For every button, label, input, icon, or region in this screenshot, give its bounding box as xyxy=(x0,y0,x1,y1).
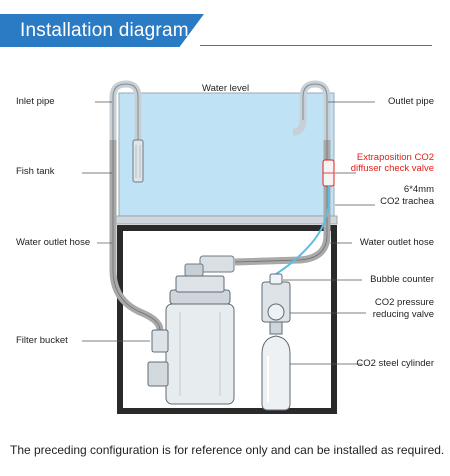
title-banner xyxy=(0,14,204,47)
label-trachea-2: CO2 trachea xyxy=(380,196,434,207)
label-co2-cylinder: CO2 steel cylinder xyxy=(356,358,434,369)
label-water-level: Water level xyxy=(202,83,250,94)
page-title: Installation diagram xyxy=(20,20,189,41)
label-outlet-hose-right: Water outlet hose xyxy=(359,237,434,248)
tank-water xyxy=(119,93,334,216)
tank-bottom xyxy=(115,215,338,225)
inlet-strainer xyxy=(132,139,144,183)
filter-bucket xyxy=(165,303,235,405)
label-outlet-hose-left: Water outlet hose xyxy=(16,237,91,248)
co2-cylinder xyxy=(261,335,291,411)
label-outlet-pipe: Outlet pipe xyxy=(388,96,434,107)
label-check-valve-1: Extraposition CO2 xyxy=(356,152,434,163)
bubble-counter xyxy=(269,273,283,285)
cabinet xyxy=(117,225,337,414)
label-inlet-pipe: Inlet pipe xyxy=(16,96,55,107)
label-trachea-1: 6*4mm xyxy=(403,184,434,195)
title-underline xyxy=(200,45,432,46)
footer-note: The preceding configuration is for refer… xyxy=(10,443,445,457)
co2-tube xyxy=(275,186,330,282)
label-pressure-valve-1: CO2 pressure xyxy=(374,297,434,308)
label-check-valve-2: diffuser check valve xyxy=(350,163,434,174)
label-filter-bucket: Filter bucket xyxy=(16,335,68,346)
label-bubble-counter: Bubble counter xyxy=(370,274,434,285)
label-pressure-valve-2: reducing valve xyxy=(372,309,434,320)
leader-lines xyxy=(82,101,375,365)
filter-tap xyxy=(199,255,235,273)
label-fish-tank: Fish tank xyxy=(16,166,55,177)
